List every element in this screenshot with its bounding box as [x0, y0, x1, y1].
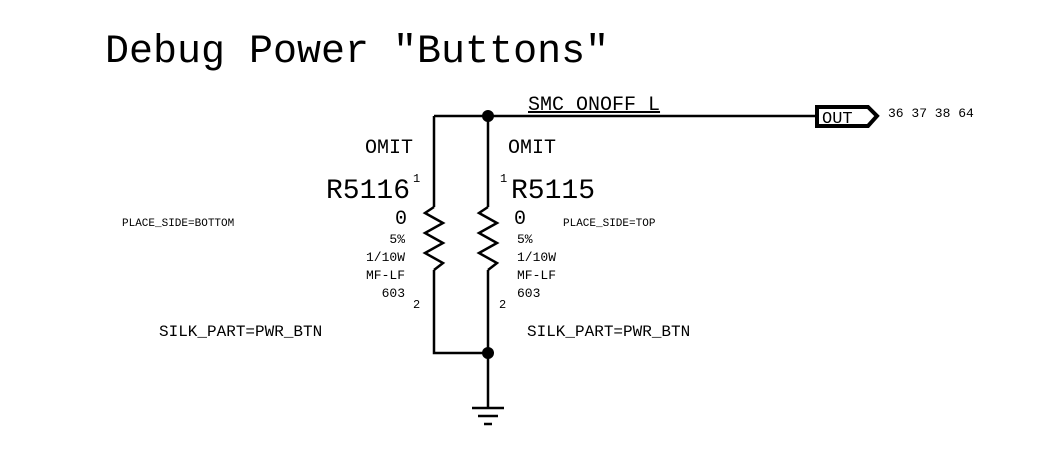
r5115-pin2: 2: [499, 298, 506, 312]
r5116-pin1: 1: [413, 172, 420, 186]
r5116-omit: OMIT: [365, 137, 413, 160]
r5116-ref: R5116: [326, 176, 410, 207]
r5115-labels: OMIT R5115 1 0 5% 1/10W MF-LF 603 2 PLAC…: [499, 137, 690, 341]
net-name-label: SMC_ONOFF_L: [528, 94, 660, 117]
r5116-package: 603: [382, 286, 405, 301]
r5116-silk: SILK_PART=PWR_BTN: [159, 323, 322, 341]
junction-dot-top: [482, 110, 494, 122]
r5116-power: 1/10W: [366, 250, 405, 265]
page-title: Debug Power "Buttons": [105, 30, 609, 75]
r5115-tolerance: 5%: [517, 232, 533, 247]
r5115-pin1: 1: [500, 172, 507, 186]
r5116-place-side: PLACE_SIDE=BOTTOM: [122, 218, 234, 230]
ground-icon: [472, 406, 504, 426]
r5116-labels: OMIT R5116 1 0 5% 1/10W MF-LF 603 2 PLAC…: [122, 137, 420, 341]
out-port-flag: [815, 105, 880, 128]
r5115-place-side: PLACE_SIDE=TOP: [563, 218, 656, 230]
r5115-value: 0: [514, 208, 526, 231]
out-port-label: OUT: [822, 110, 853, 129]
r5115-ref: R5115: [511, 176, 595, 207]
r5115-package: 603: [517, 286, 540, 301]
r5116-type: MF-LF: [366, 268, 405, 283]
resistor-r5116-symbol: [422, 205, 446, 271]
wire-r5116: [432, 116, 488, 355]
r5116-tolerance: 5%: [389, 232, 405, 247]
r5116-value: 0: [395, 208, 407, 231]
r5115-silk: SILK_PART=PWR_BTN: [527, 323, 690, 341]
r5115-type: MF-LF: [517, 268, 556, 283]
page-refs: 36 37 38 64: [888, 106, 974, 121]
r5116-pin2: 2: [413, 298, 420, 312]
r5115-power: 1/10W: [517, 250, 556, 265]
r5115-omit: OMIT: [508, 137, 556, 160]
resistor-r5115-symbol: [476, 205, 500, 271]
junction-dot-bottom: [482, 347, 494, 359]
